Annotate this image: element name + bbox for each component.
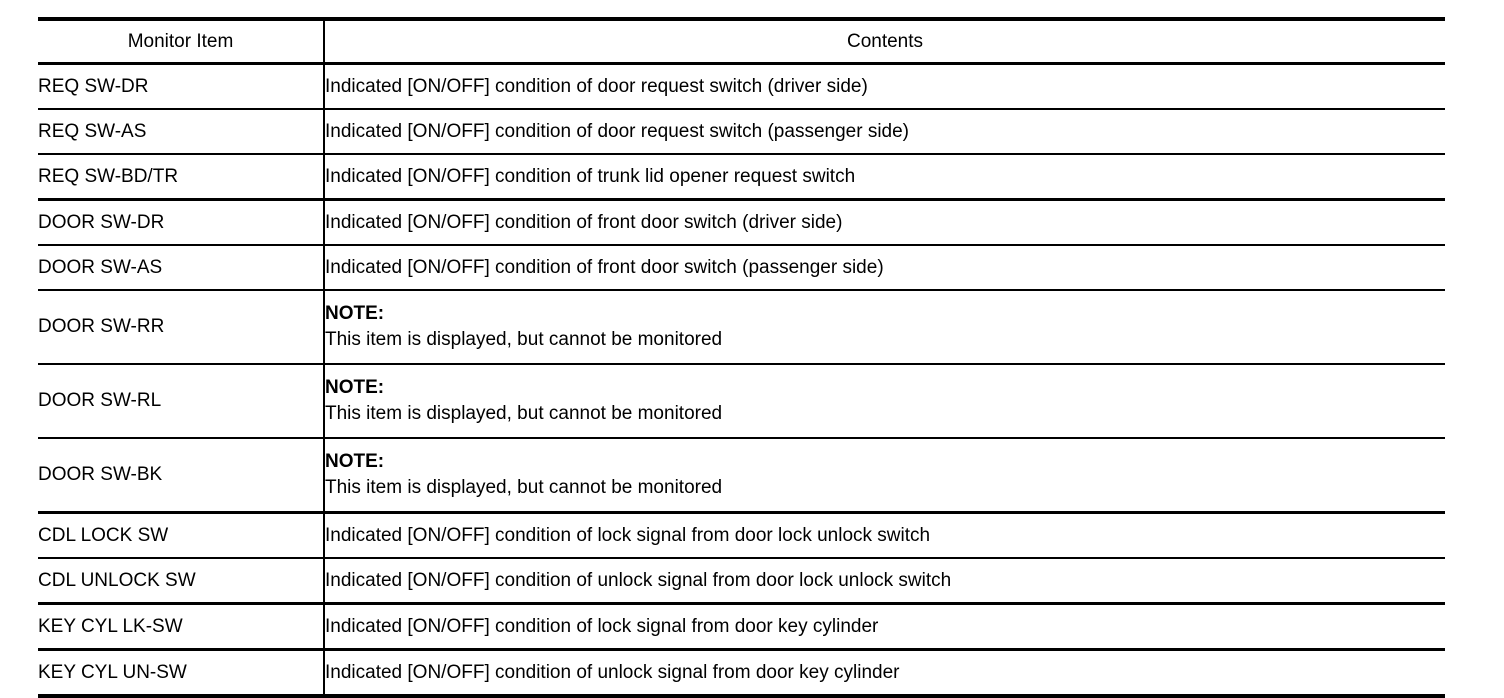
cell-monitor-item: DOOR SW-AS	[38, 245, 324, 291]
cell-monitor-item: KEY CYL LK-SW	[38, 603, 324, 651]
note-title: NOTE:	[325, 451, 385, 473]
cell-contents: Indicated [ON/OFF] condition of door req…	[323, 63, 1445, 110]
table-header-row: Monitor Item Contents	[38, 17, 1445, 65]
cell-contents: NOTE: This item is displayed, but cannot …	[323, 438, 1445, 514]
cell-contents: Indicated [ON/OFF] condition of trunk li…	[323, 154, 1445, 201]
cell-monitor-item: KEY CYL UN-SW	[38, 649, 324, 698]
note-block: NOTE: This item is displayed, but cannot …	[325, 301, 1445, 352]
cell-monitor-item: REQ SW-AS	[38, 109, 324, 155]
cell-contents: Indicated [ON/OFF] condition of unlock s…	[323, 649, 1445, 698]
cell-contents: NOTE: This item is displayed, but cannot …	[323, 290, 1445, 365]
note-body: This item is displayed, but cannot be mo…	[325, 329, 723, 350]
cell-contents: Indicated [ON/OFF] condition of lock sig…	[323, 512, 1445, 559]
note-block: NOTE: This item is displayed, but cannot …	[325, 375, 1445, 426]
cell-monitor-item: DOOR SW-RL	[38, 364, 324, 439]
cell-contents: Indicated [ON/OFF] condition of front do…	[323, 199, 1445, 246]
table-header: Monitor Item Contents	[38, 17, 1445, 65]
cell-contents: Indicated [ON/OFF] condition of door req…	[323, 109, 1445, 155]
cell-monitor-item: REQ SW-BD/TR	[38, 154, 324, 201]
cell-monitor-item: DOOR SW-RR	[38, 290, 324, 365]
cell-contents: Indicated [ON/OFF] condition of unlock s…	[323, 558, 1445, 605]
note-title: NOTE:	[325, 303, 385, 325]
cell-monitor-item: CDL LOCK SW	[38, 512, 324, 559]
cell-monitor-item: REQ SW-DR	[38, 63, 324, 110]
cell-contents: Indicated [ON/OFF] condition of front do…	[323, 245, 1445, 291]
note-body: This item is displayed, but cannot be mo…	[325, 477, 723, 498]
note-title: NOTE:	[325, 377, 385, 399]
note-body: This item is displayed, but cannot be mo…	[325, 403, 723, 424]
cell-contents: NOTE: This item is displayed, but cannot …	[323, 364, 1445, 439]
column-header-monitor-item: Monitor Item	[38, 17, 324, 65]
note-block: NOTE: This item is displayed, but cannot …	[325, 449, 1445, 500]
cell-monitor-item: DOOR SW-DR	[38, 199, 324, 246]
cell-monitor-item: CDL UNLOCK SW	[38, 558, 324, 605]
column-header-contents: Contents	[323, 17, 1445, 65]
cell-monitor-item: DOOR SW-BK	[38, 438, 324, 514]
cell-contents: Indicated [ON/OFF] condition of lock sig…	[323, 603, 1445, 651]
